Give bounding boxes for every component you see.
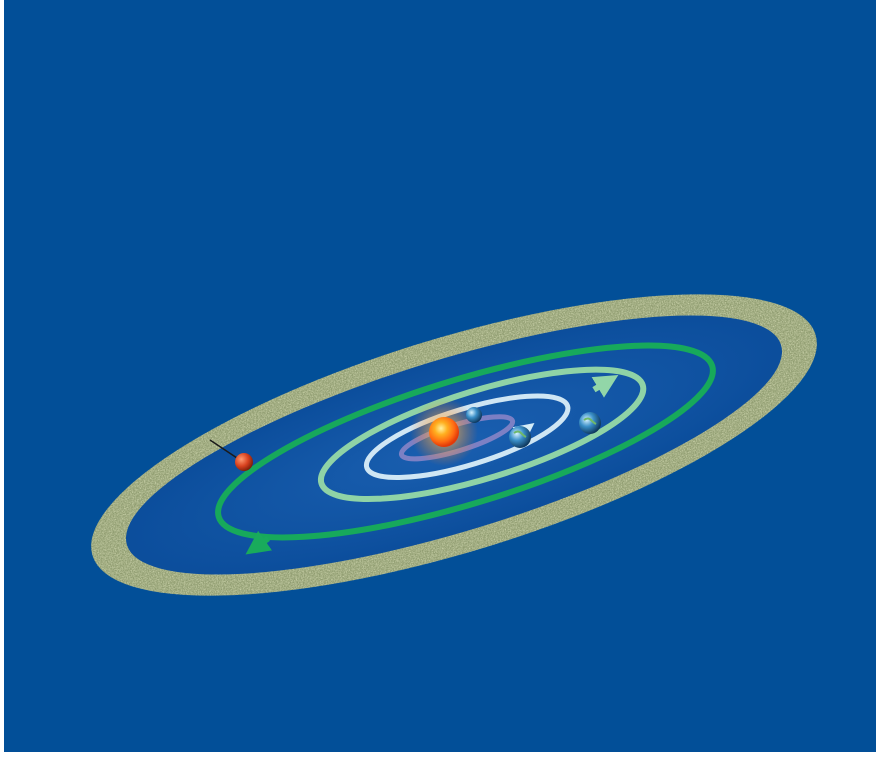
middle-orbit-path bbox=[317, 366, 647, 502]
planet-icon bbox=[509, 426, 531, 448]
planet-icon bbox=[579, 412, 601, 434]
outer-orbit-path bbox=[215, 342, 716, 541]
solar-system-illustration bbox=[91, 294, 817, 596]
sun-icon bbox=[410, 398, 478, 466]
orbit-arrow-icon bbox=[245, 530, 273, 555]
planet-icon bbox=[466, 407, 482, 423]
orbit-arrow-icon bbox=[591, 374, 619, 398]
red-planet-icon bbox=[209, 439, 253, 471]
space-background bbox=[4, 0, 876, 752]
